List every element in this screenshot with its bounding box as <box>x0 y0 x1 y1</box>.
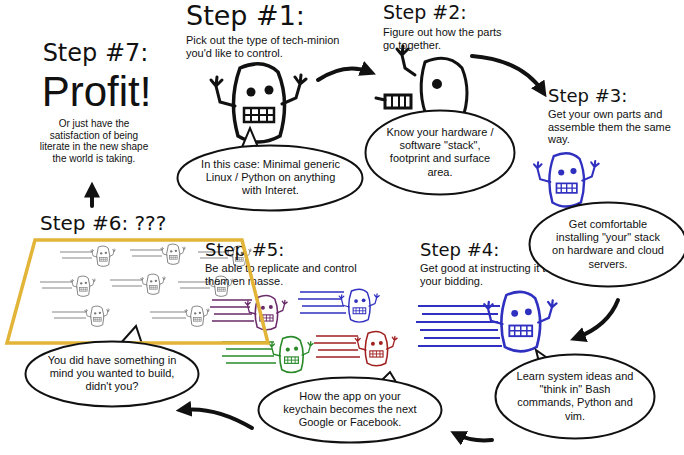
robot-figure <box>211 64 306 142</box>
bubble-text: You did have something in mind you wante… <box>47 354 177 394</box>
robot-figure <box>91 246 116 266</box>
step-description: Figure out how the parts go together. <box>383 26 513 51</box>
bubble-text: In this case: Minimal generic Linux / Py… <box>201 158 340 198</box>
step-description: Or just have the satisfaction of being l… <box>34 118 154 164</box>
speech-bubble: How the app on your keychain becomes the… <box>257 376 443 444</box>
bubble-text: Know your hardware / software "stack", f… <box>384 126 496 179</box>
robot-figure <box>534 153 599 206</box>
bubble-text: Learn system ideas and "think in" Bash c… <box>515 370 635 423</box>
bubble-text: How the app on your keychain becomes the… <box>281 390 419 430</box>
step-description: Be able to replicate and control them en… <box>205 262 365 287</box>
speech-bubble: Know your hardware / software "stack", f… <box>364 109 516 196</box>
robot-figure <box>245 295 287 329</box>
speech-bubble: You did have something in mind you wante… <box>24 340 200 408</box>
panel-outline <box>5 238 270 345</box>
robot-figure <box>161 244 186 264</box>
robot-figure <box>269 337 313 373</box>
step-description: Get your own parts and assemble them the… <box>548 108 680 146</box>
speech-bubble: In this case: Minimal generic Linux / Py… <box>176 144 364 212</box>
robot-figure <box>71 276 96 296</box>
robot-figure <box>484 292 556 351</box>
bubble-text: Get comfortable installing "your" stack … <box>549 218 667 271</box>
robot-figure <box>141 274 166 294</box>
bubble-text: Know your hardware / software "stack", f… <box>384 126 496 179</box>
robot-figure <box>185 306 210 326</box>
robot-figure <box>85 306 110 326</box>
bubble-text: In this case: Minimal generic Linux / Py… <box>201 158 340 198</box>
robot-figure <box>355 331 397 365</box>
speech-bubble: Get comfortable installing "your" stack … <box>528 201 684 288</box>
swarm-panel: Step #6: ??? <box>5 238 270 345</box>
step-heading: Step #7: <box>18 40 173 68</box>
speech-bubble: Learn system ideas and "think in" Bash c… <box>494 353 656 440</box>
bubble-text: You did have something in mind you wante… <box>47 354 177 394</box>
bubble-text: Learn system ideas and "think in" Bash c… <box>515 370 635 423</box>
step-heading: Step #3: <box>548 86 678 107</box>
step-heading: Step #1: <box>186 0 366 31</box>
step-heading: Step #6: ??? <box>40 211 166 235</box>
step-heading: Step #2: <box>383 2 513 24</box>
robot-figure <box>339 289 379 322</box>
step-heading: Step #5: <box>205 240 335 261</box>
profit-title: Profit! <box>14 68 179 116</box>
step-description: Pick out the type of tech-minion you'd l… <box>186 34 364 59</box>
bubble-text: Get comfortable installing "your" stack … <box>549 218 667 271</box>
bubble-text: How the app on your keychain becomes the… <box>281 390 419 430</box>
